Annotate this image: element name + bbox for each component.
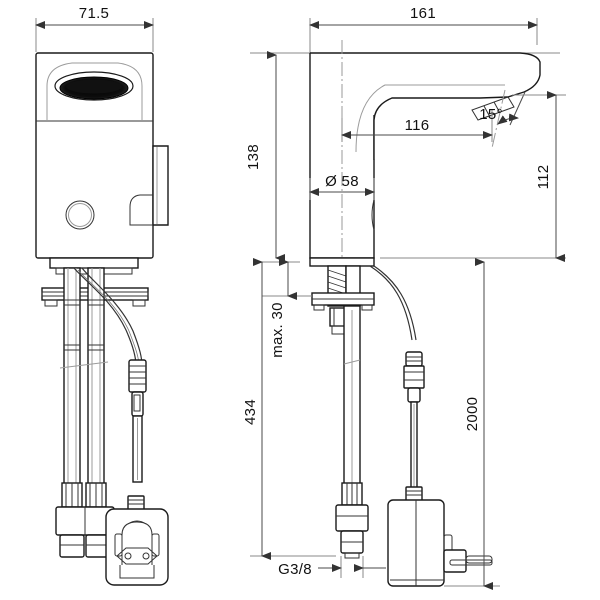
side-view (250, 18, 566, 590)
power-cable-side (369, 265, 417, 341)
power-cable (73, 267, 143, 367)
faucet-body-side (309, 52, 541, 259)
dimension-cable-length (444, 258, 500, 590)
dimension-label-base-diameter: Ø 58 (325, 173, 359, 190)
dimension-label-spout-height: 112 (535, 165, 552, 190)
dimension-spout-reach (341, 110, 493, 142)
hose-connector (55, 482, 115, 558)
side-lever (129, 145, 169, 226)
faucet-body (35, 52, 154, 259)
plug-pins (443, 549, 493, 573)
dimension-label-front-width: 71.5 (79, 5, 109, 22)
front-view (35, 18, 169, 586)
cable-connector (128, 359, 147, 483)
dimension-spout-height (380, 91, 566, 262)
dimension-outlet-angle (491, 89, 526, 149)
dimension-label-cable-length: 2000 (464, 397, 481, 432)
dimension-front-width (35, 18, 154, 52)
dimension-label-hose-length: 434 (242, 399, 259, 425)
hose-connector-side (335, 482, 369, 559)
mounting-plate-side (311, 292, 375, 311)
dimension-spout-reach-total (309, 18, 538, 55)
dimension-label-spout-reach-total: 161 (410, 5, 436, 22)
dimension-label-spout-reach: 116 (405, 117, 430, 134)
dimension-label-outlet-angle: 15° (479, 106, 503, 123)
dimension-base-diameter (309, 178, 375, 200)
dimension-thread (318, 556, 386, 578)
sensor-window (65, 200, 95, 230)
dimension-max-thickness (262, 258, 312, 300)
flexible-hose-hot (63, 267, 81, 491)
dimension-hose-length (250, 258, 336, 560)
power-adapter-side (387, 486, 493, 587)
flexible-hose-side (343, 305, 361, 487)
power-adapter (105, 495, 169, 586)
dimension-label-thread: G3/8 (278, 561, 312, 578)
aerator (471, 96, 515, 121)
dimension-label-max-thickness: max. 30 (269, 302, 286, 357)
spout-opening (54, 71, 134, 101)
cable-connector-side (403, 351, 425, 491)
dimension-label-body-height: 138 (245, 144, 262, 170)
flexible-hose-cold (87, 267, 105, 491)
